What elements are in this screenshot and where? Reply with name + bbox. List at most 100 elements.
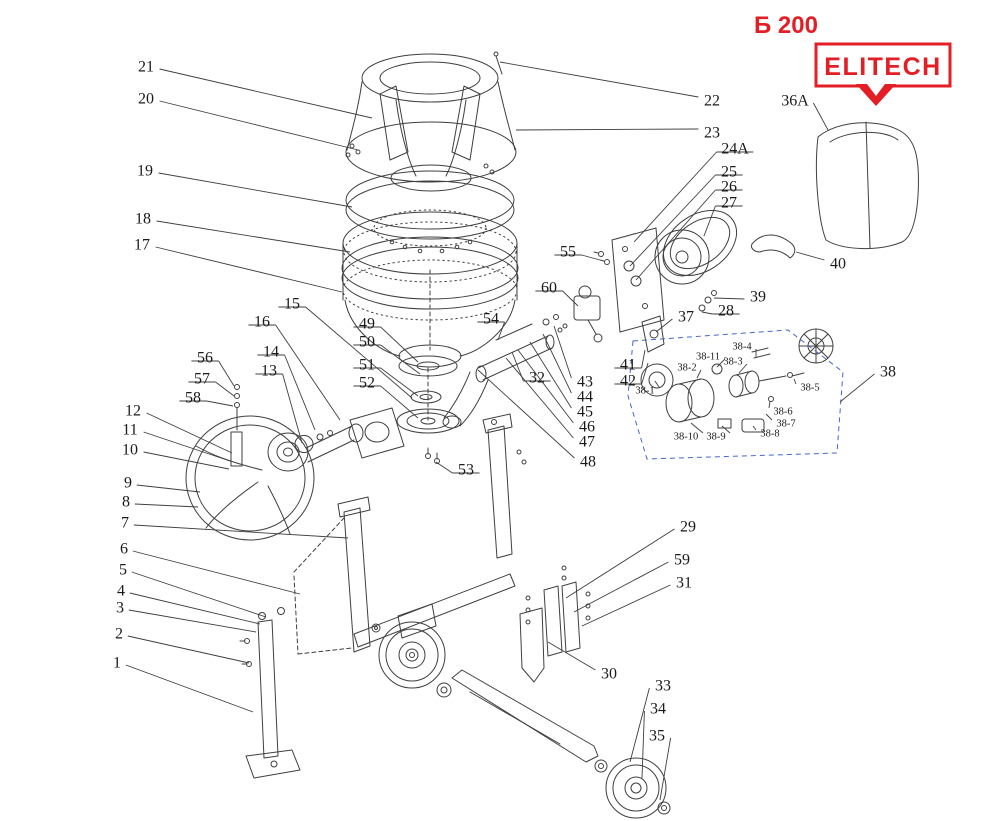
- callout-34: 34: [641, 701, 666, 779]
- callout-label-36A: 36A: [781, 93, 809, 110]
- callout-15: 15: [278, 296, 413, 399]
- callout-18: 18: [135, 211, 351, 253]
- callout-60: 60: [535, 280, 579, 307]
- callout-label-47: 47: [579, 434, 595, 451]
- callout-38-6: 38-6: [768, 400, 793, 418]
- callout-32: 32: [511, 351, 551, 387]
- callout-label-56: 56: [197, 350, 213, 367]
- callout-label-38-8: 38-8: [760, 429, 779, 440]
- callout-label-9: 9: [124, 475, 132, 492]
- gearbox-shafts: [305, 314, 568, 463]
- diagram-artwork: [185, 51, 919, 819]
- callout-label-18: 18: [135, 211, 151, 228]
- callout-label-24A: 24A: [721, 141, 749, 158]
- belt-guard-cover: [815, 121, 919, 250]
- motor-exploded: [640, 328, 834, 433]
- callout-44: 44: [542, 333, 593, 406]
- callout-33: 33: [629, 678, 671, 763]
- callout-59: 59: [573, 552, 690, 613]
- callout-21: 21: [138, 59, 373, 119]
- callout-label-20: 20: [138, 91, 154, 108]
- callout-22: 22: [499, 61, 720, 110]
- callout-label-44: 44: [577, 389, 593, 406]
- callout-label-35: 35: [649, 728, 665, 745]
- switch-parts: [573, 285, 665, 353]
- callout-38-10: 38-10: [674, 422, 704, 443]
- callout-47: 47: [505, 357, 595, 451]
- callout-label-48: 48: [580, 454, 596, 471]
- callout-label-11: 11: [122, 422, 137, 439]
- callout-36A: 36A: [781, 93, 829, 131]
- callout-label-40: 40: [830, 256, 846, 273]
- callout-label-37: 37: [678, 309, 694, 326]
- callout-label-53: 53: [458, 462, 474, 479]
- callout-label-32: 32: [529, 370, 545, 387]
- callout-16: 16: [248, 314, 341, 421]
- rear-wheel: [594, 757, 671, 819]
- callout-41: 41: [614, 349, 646, 374]
- callout-28: 28: [701, 303, 740, 320]
- callout-label-19: 19: [137, 163, 153, 180]
- callout-label-45: 45: [577, 404, 593, 421]
- callout-14: 14: [257, 344, 316, 431]
- callout-38-7: 38-7: [765, 413, 796, 430]
- callout-35: 35: [649, 728, 672, 801]
- callout-5: 5: [119, 562, 267, 618]
- callout-31: 31: [581, 575, 692, 627]
- callout-39: 39: [713, 289, 766, 306]
- callout-27: 27: [703, 195, 743, 237]
- callout-46: 46: [517, 349, 595, 436]
- callout-label-7: 7: [121, 515, 129, 532]
- callout-53: 53: [435, 462, 480, 479]
- callout-1: 1: [113, 655, 254, 713]
- callout-label-4: 4: [117, 583, 125, 600]
- callout-label-38-2: 38-2: [677, 363, 696, 374]
- callout-38-5: 38-5: [793, 378, 820, 394]
- callout-label-41: 41: [620, 357, 636, 374]
- callout-label-38: 38: [880, 364, 896, 381]
- callout-52: 52: [353, 375, 419, 419]
- callout-38: 38: [839, 364, 896, 403]
- callout-label-3: 3: [116, 600, 124, 617]
- callout-label-52: 52: [359, 375, 375, 392]
- callout-38-11: 38-11: [696, 352, 726, 368]
- pulley-belt: [654, 210, 737, 312]
- callout-3: 3: [116, 600, 257, 633]
- callout-label-38-3: 38-3: [723, 357, 742, 368]
- callout-19: 19: [137, 163, 353, 208]
- callout-49: 49: [353, 316, 419, 363]
- callout-12: 12: [125, 403, 233, 454]
- callout-label-12: 12: [125, 403, 141, 420]
- callout-13: 13: [255, 363, 303, 444]
- callout-43: 43: [553, 325, 593, 391]
- callout-label-10: 10: [122, 442, 138, 459]
- callout-label-50: 50: [359, 334, 375, 351]
- callout-label-39: 39: [750, 289, 766, 306]
- callout-label-38-7: 38-7: [776, 419, 795, 430]
- brand-logo: ELITECH: [814, 42, 952, 108]
- callout-label-60: 60: [541, 280, 557, 297]
- callout-38-3: 38-3: [723, 357, 748, 374]
- callout-26: 26: [635, 179, 743, 281]
- callout-7: 7: [121, 515, 349, 539]
- callout-label-58: 58: [185, 390, 201, 407]
- callout-48: 48: [477, 369, 596, 471]
- callout-label-38-4: 38-4: [732, 342, 752, 353]
- callout-50: 50: [353, 334, 421, 375]
- callout-38-1: 38-1: [635, 380, 660, 397]
- callout-label-13: 13: [261, 363, 277, 380]
- callout-label-33: 33: [655, 678, 671, 695]
- drum-top-cone: [345, 51, 517, 192]
- callout-17: 17: [134, 237, 343, 293]
- callout-label-1: 1: [113, 655, 121, 672]
- callout-label-17: 17: [134, 237, 150, 254]
- drum-body: [341, 170, 519, 368]
- callout-label-29: 29: [680, 519, 696, 536]
- callout-label-38-9: 38-9: [706, 432, 725, 443]
- callout-42: 42: [614, 362, 649, 390]
- callout-56: 56: [191, 350, 235, 387]
- callout-label-55: 55: [560, 244, 576, 261]
- callout-label-15: 15: [284, 296, 300, 313]
- callout-6: 6: [120, 541, 301, 595]
